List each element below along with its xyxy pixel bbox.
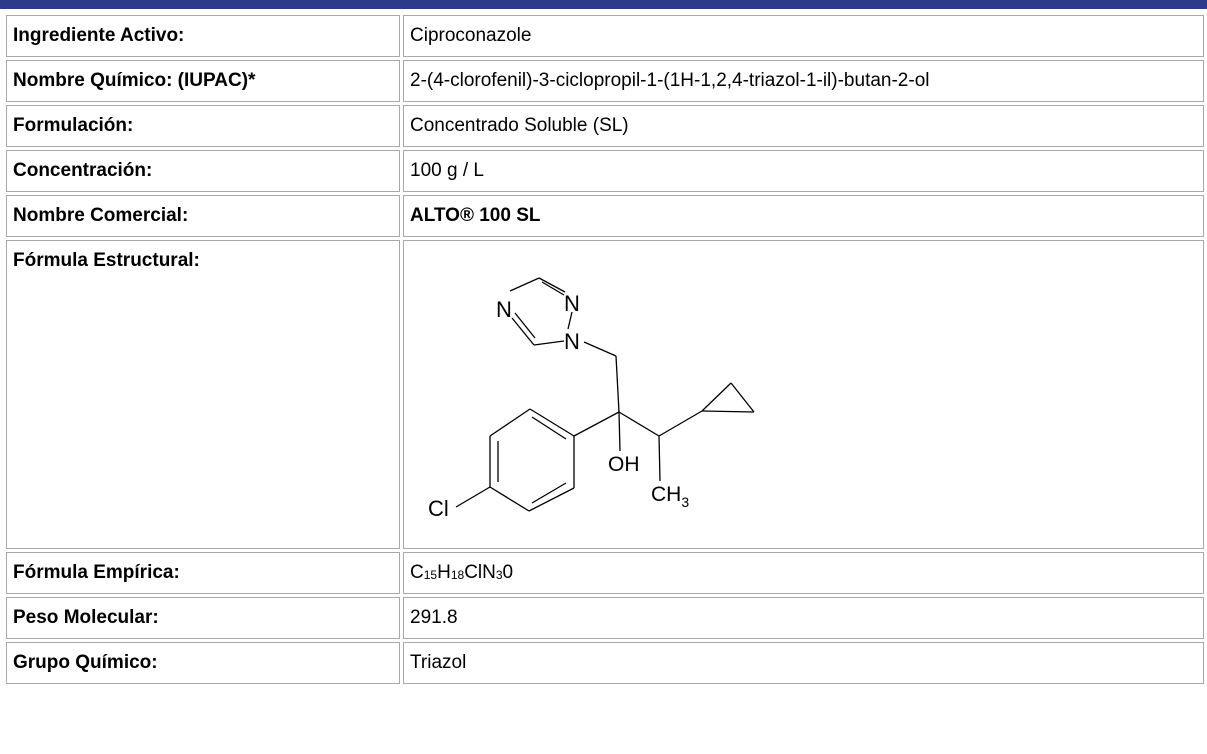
value-nombre-comercial: ALTO® 100 SL: [403, 195, 1204, 237]
structure-label-n: N: [564, 291, 580, 316]
formula-element: 0: [502, 562, 514, 583]
trade-name: ALTO® 100 SL: [410, 205, 541, 226]
structure-label-ch-subscript: 3: [681, 494, 689, 510]
label-formula-estructural: Fórmula Estructural:: [6, 240, 400, 549]
formula-element: H: [437, 562, 451, 583]
label-formulacion: Formulación:: [6, 105, 400, 147]
structure-label-ch: CH: [651, 483, 681, 506]
formula-element: C: [410, 562, 424, 583]
table-row: Ingrediente Activo: Ciproconazole: [6, 15, 1204, 57]
header-bar: [0, 0, 1207, 9]
table-row: Nombre Químico: (IUPAC)* 2-(4-clorofenil…: [6, 60, 1204, 102]
label-ingrediente-activo: Ingrediente Activo:: [6, 15, 400, 57]
structure-label-n: N: [496, 297, 512, 322]
label-peso-molecular: Peso Molecular:: [6, 597, 400, 639]
table-row: Concentración: 100 g / L: [6, 150, 1204, 192]
table-row: Formulación: Concentrado Soluble (SL): [6, 105, 1204, 147]
label-nombre-quimico: Nombre Químico: (IUPAC)*: [6, 60, 400, 102]
label-concentracion: Concentración:: [6, 150, 400, 192]
structure-label-n: N: [564, 329, 580, 354]
product-spec-table: Ingrediente Activo: Ciproconazole Nombre…: [3, 12, 1207, 687]
label-nombre-comercial: Nombre Comercial:: [6, 195, 400, 237]
value-peso-molecular: 291.8: [403, 597, 1204, 639]
value-grupo-quimico: Triazol: [403, 642, 1204, 684]
formula-subscript: 15: [423, 568, 438, 582]
label-formula-empirica: Fórmula Empírica:: [6, 552, 400, 594]
table-row: Peso Molecular: 291.8: [6, 597, 1204, 639]
structure-label-oh: OH: [608, 453, 640, 476]
table-row: Grupo Químico: Triazol: [6, 642, 1204, 684]
value-formulacion: Concentrado Soluble (SL): [403, 105, 1204, 147]
formula-element: ClN: [464, 562, 496, 583]
formula-subscript: 3: [495, 568, 503, 582]
table-row: Fórmula Estructural:: [6, 240, 1204, 549]
table-row: Nombre Comercial: ALTO® 100 SL: [6, 195, 1204, 237]
value-formula-estructural: N N N OH CH3 Cl: [403, 240, 1204, 549]
value-ingrediente-activo: Ciproconazole: [403, 15, 1204, 57]
structure-label-ch3: CH3: [651, 483, 689, 510]
value-concentracion: 100 g / L: [403, 150, 1204, 192]
label-grupo-quimico: Grupo Químico:: [6, 642, 400, 684]
value-nombre-quimico: 2-(4-clorofenil)-3-ciclopropil-1-(1H-1,2…: [403, 60, 1204, 102]
formula-subscript: 18: [450, 568, 465, 582]
structure-label-cl: Cl: [428, 496, 449, 521]
value-formula-empirica: C15H18ClN30: [403, 552, 1204, 594]
structural-formula-image: N N N OH CH3 Cl: [428, 277, 755, 521]
table-row: Fórmula Empírica: C15H18ClN30: [6, 552, 1204, 594]
